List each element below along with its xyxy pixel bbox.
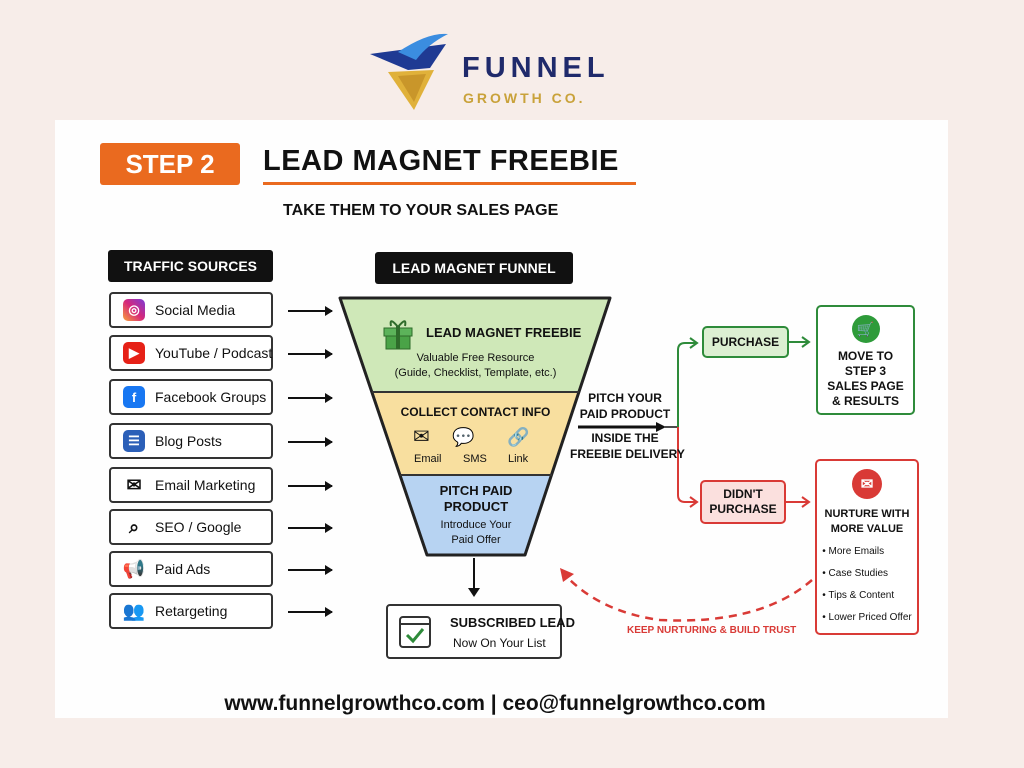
- didnt-purchase-line2: PURCHASE: [709, 502, 777, 516]
- funnel-top-line2: (Guide, Checklist, Template, etc.): [394, 367, 557, 379]
- traffic-source-label: YouTube / Podcast: [155, 345, 273, 361]
- no-purchase-branch: [677, 427, 696, 503]
- traffic-source-item: ✉ Email Marketing: [109, 467, 273, 503]
- funnel-middle-title: COLLECT CONTACT INFO: [400, 405, 551, 419]
- funnel-bottom-title1: PITCH PAID: [439, 483, 513, 498]
- funnel-bottom-title2: PRODUCT: [443, 499, 509, 514]
- traffic-source-item: ◎ Social Media: [109, 292, 273, 328]
- traffic-source-label: Blog Posts: [155, 433, 222, 449]
- arrow-right-icon: [288, 393, 333, 403]
- subscribed-lead-box: SUBSCRIBED LEAD Now On Your List: [386, 604, 575, 659]
- traffic-source-label: Email Marketing: [155, 477, 256, 493]
- envelope-icon: ✉: [123, 474, 145, 496]
- nurture-title2: MORE VALUE: [830, 523, 904, 535]
- step3-line: STEP 3: [844, 364, 887, 378]
- step3-line: & RESULTS: [831, 394, 900, 408]
- step-badge: STEP 2: [100, 143, 240, 185]
- funnel-heading: LEAD MAGNET FUNNEL: [375, 252, 573, 284]
- email-label: Email: [414, 453, 442, 465]
- funnel-bottom-section: [400, 475, 552, 555]
- nurture-bullet: • Tips & Content: [822, 590, 895, 601]
- email-icon: ✉: [413, 426, 430, 448]
- page-title: LEAD MAGNET FREEBIE: [263, 145, 619, 177]
- funnel-top-line1: Valuable Free Resource: [416, 352, 535, 364]
- page-subtitle: TAKE THEM TO YOUR SALES PAGE: [283, 202, 559, 219]
- funnel-bottom-line1: Introduce Your: [440, 519, 512, 531]
- checked-window-icon: [399, 616, 431, 648]
- arrow-right-icon: [288, 349, 333, 359]
- arrow-right-icon: [288, 523, 333, 533]
- purchase-box: PURCHASE: [702, 326, 789, 358]
- pitch-line3: INSIDE THE: [591, 431, 659, 445]
- nurture-bullet: • Lower Priced Offer: [822, 612, 912, 623]
- step3-box: 🛒 MOVE TO STEP 3 SALES PAGE & RESULTS: [816, 305, 915, 415]
- nurture-title1: NURTURE WITH: [824, 508, 910, 520]
- logo-subtitle: GROWTH CO.: [463, 90, 586, 106]
- sms-icon: 💬: [452, 427, 475, 447]
- didnt-purchase-box: DIDN'T PURCHASE: [700, 480, 786, 524]
- link-icon: 🔗: [507, 427, 530, 447]
- funnel-middle-section: [372, 392, 579, 475]
- cart-icon: 🛒: [851, 315, 880, 343]
- nurture-bullet: • Case Studies: [822, 568, 889, 579]
- footer-contact: www.funnelgrowthco.com | ceo@funnelgrowt…: [224, 692, 766, 715]
- traffic-source-item: 👥 Retargeting: [109, 593, 273, 629]
- arrow-right-icon: [288, 481, 333, 491]
- subscribed-lead-title: SUBSCRIBED LEAD: [450, 615, 575, 630]
- traffic-source-item: ☰ Blog Posts: [109, 423, 273, 459]
- loop-label: KEEP NURTURING & BUILD TRUST: [627, 625, 797, 636]
- link-label: Link: [508, 453, 529, 465]
- traffic-source-label: Paid Ads: [155, 561, 211, 577]
- title-underline: [263, 182, 636, 185]
- people-icon: 👥: [122, 600, 146, 622]
- traffic-source-label: Retargeting: [155, 603, 228, 619]
- funnel-logo-icon: [370, 33, 448, 110]
- pitch-line4: FREEBIE DELIVERY: [570, 447, 685, 461]
- arrow-right-icon: [288, 607, 333, 617]
- gift-icon: [383, 320, 413, 350]
- traffic-source-label: SEO / Google: [155, 519, 242, 535]
- subscribed-lead-sub: Now On Your List: [453, 636, 546, 650]
- nurture-box: ✉ NURTURE WITH MORE VALUE • More Emails …: [815, 459, 919, 635]
- purchase-branch: [677, 342, 696, 427]
- funnel-bottom-line2: Paid Offer: [451, 534, 501, 546]
- pitch-line2: PAID PRODUCT: [579, 407, 671, 421]
- facebook-icon: f: [123, 386, 145, 408]
- arrow-right-icon: [288, 565, 333, 575]
- sms-label: SMS: [463, 453, 487, 465]
- funnel-top-title: LEAD MAGNET FREEBIE: [426, 325, 582, 340]
- blog-icon: ☰: [123, 430, 145, 452]
- nurture-bullet: • More Emails: [822, 546, 885, 557]
- mail-icon: ✉: [852, 469, 882, 499]
- instagram-icon: ◎: [123, 299, 145, 321]
- arrow-right-icon: [288, 306, 333, 316]
- search-icon: ⌕: [123, 516, 145, 538]
- traffic-source-item: f Facebook Groups: [109, 379, 273, 415]
- megaphone-icon: 📢: [122, 558, 146, 580]
- step3-line: SALES PAGE: [827, 379, 904, 393]
- traffic-source-label: Social Media: [155, 302, 236, 318]
- nurture-loop-arrow: [564, 574, 813, 622]
- arrow-right-icon: [288, 437, 333, 447]
- pitch-line1: PITCH YOUR: [588, 391, 662, 405]
- pitch-label: PITCH YOUR PAID PRODUCT INSIDE THE FREEB…: [570, 390, 685, 462]
- step3-line: MOVE TO: [837, 349, 894, 363]
- traffic-source-item: ▶ YouTube / Podcast: [109, 335, 273, 371]
- traffic-source-item: ⌕ SEO / Google: [109, 509, 273, 545]
- traffic-source-label: Facebook Groups: [155, 389, 267, 405]
- traffic-sources-heading: TRAFFIC SOURCES: [108, 250, 273, 282]
- funnel-top-section: [340, 298, 610, 392]
- youtube-icon: ▶: [123, 342, 145, 364]
- traffic-source-item: 📢 Paid Ads: [109, 551, 273, 587]
- logo-title: FUNNEL: [462, 52, 610, 84]
- didnt-purchase-line1: DIDN'T: [723, 487, 763, 501]
